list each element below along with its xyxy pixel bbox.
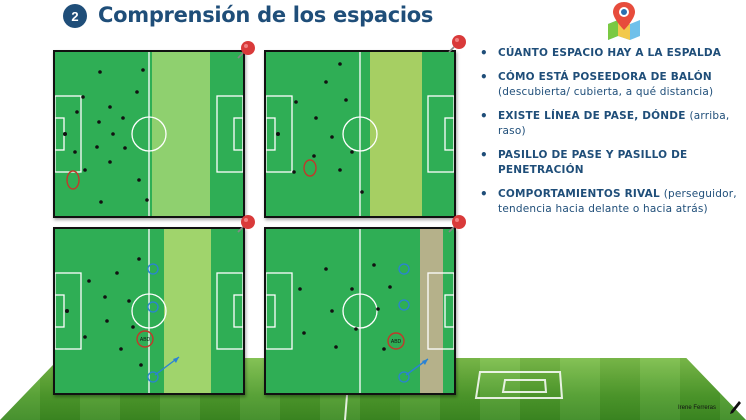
bullet-text: CÚANTO ESPACIO HAY A LA ESPALDA [498, 47, 722, 59]
pitch-diagram-bottom-left: ABD [53, 227, 245, 395]
bullet-subtext: (descubierta/ cubierta, a qué distancia) [498, 86, 714, 98]
ball-carrier-marker [387, 332, 405, 350]
pen-icon[interactable] [728, 400, 742, 416]
bullet-subtext: (perseguidor, tendencia hacia delante o … [498, 188, 737, 215]
slide-title: Comprensión de los espacios [98, 3, 434, 27]
push-pin-icon [237, 215, 255, 233]
bullet-item: CÓMO ESTÁ POSEEDORA DE BALÓN (descubiert… [478, 70, 746, 100]
teammate-markers [398, 263, 410, 383]
player-markers [298, 263, 392, 351]
space-zone [152, 52, 210, 216]
player-markers [276, 62, 364, 194]
pitch-diagram-bottom-right: ABD [264, 227, 456, 395]
space-zone [370, 52, 422, 216]
pitch-diagram-top-left [53, 50, 245, 218]
bullet-text: CÓMO ESTÁ POSEEDORA DE BALÓN [498, 71, 712, 83]
pitch-drawing: ABD [55, 229, 243, 393]
ball-carrier-marker [136, 330, 154, 348]
push-pin-icon [448, 215, 466, 233]
bullet-item: PASILLO DE PASE Y PASILLO DE PENETRACIÓN [478, 148, 746, 178]
bullet-item: EXISTE LÍNEA DE PASE, DÓNDE (arriba, ras… [478, 109, 746, 139]
key-points-list: CÚANTO ESPACIO HAY A LA ESPALDA CÓMO EST… [478, 46, 746, 226]
bullet-subtext: (arriba, raso) [498, 110, 730, 137]
push-pin-icon [237, 41, 255, 59]
bullet-text: EXISTE LÍNEA DE PASE, DÓNDE [498, 110, 686, 122]
pitch-drawing [55, 52, 243, 216]
ball-carrier-label: ABD [391, 339, 402, 345]
pitch-diagram-top-right [264, 50, 456, 218]
author-credit: Irene Ferreras [678, 405, 717, 411]
space-zone [164, 229, 211, 393]
push-pin-icon [448, 35, 466, 53]
map-location-icon [608, 2, 640, 40]
bullet-text: COMPORTAMIENTOS RIVAL [498, 188, 660, 200]
ball-carrier-label: ABD [140, 337, 151, 343]
teammate-markers [147, 263, 159, 383]
bullet-item: CÚANTO ESPACIO HAY A LA ESPALDA [478, 46, 746, 61]
bullet-item: COMPORTAMIENTOS RIVAL (perseguidor, tend… [478, 187, 746, 217]
slide-number-badge: 2 [63, 4, 87, 28]
space-zone [420, 229, 443, 393]
player-markers [65, 257, 143, 367]
bullet-text: PASILLO DE PASE Y PASILLO DE PENETRACIÓN [498, 149, 688, 176]
pitch-drawing: ABD [266, 229, 454, 393]
ball-carrier-marker [303, 159, 317, 177]
ball-carrier-marker [66, 170, 80, 190]
player-markers [63, 68, 149, 204]
pitch-drawing [266, 52, 454, 216]
